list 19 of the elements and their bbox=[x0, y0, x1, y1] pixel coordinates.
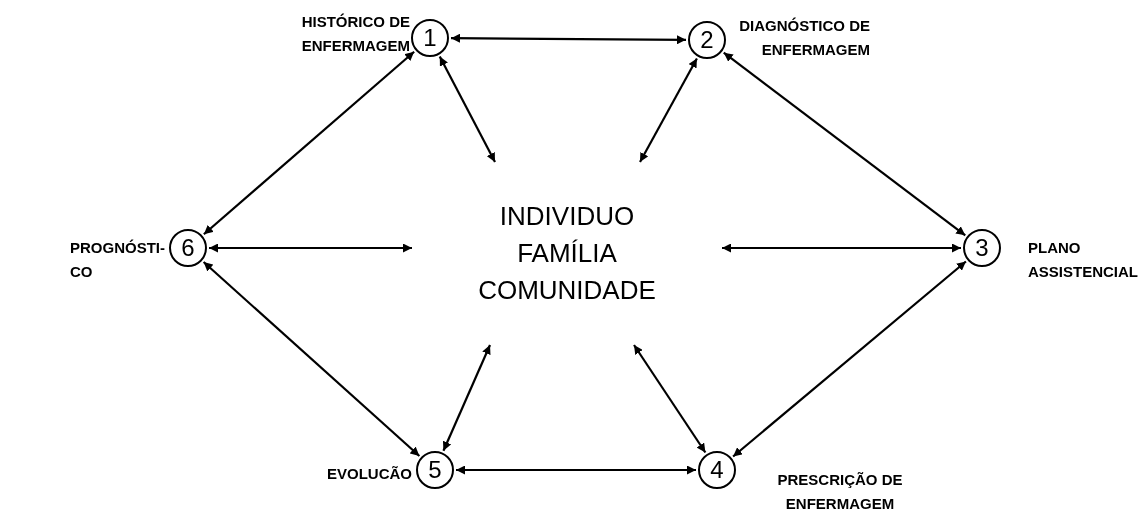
double-arrow bbox=[723, 51, 966, 237]
center-text: INDIVIDUO FAMÍLIA COMUNIDADE bbox=[477, 200, 657, 307]
step-caption: PRESCRIÇÃO DE ENFERMAGEM bbox=[776, 470, 904, 514]
double-arrow bbox=[203, 50, 415, 236]
double-arrow bbox=[451, 33, 686, 45]
double-arrow bbox=[209, 243, 412, 253]
double-arrow bbox=[633, 344, 707, 454]
step-caption: EVOLUCÃO bbox=[326, 464, 412, 484]
step-caption: DIAGNÓSTICO DE ENFERMAGEM bbox=[738, 16, 870, 60]
double-arrow bbox=[456, 465, 696, 475]
double-arrow bbox=[442, 344, 491, 452]
step-caption: HISTÓRICO DE ENFERMAGEM bbox=[300, 12, 410, 56]
double-arrow bbox=[438, 56, 496, 163]
double-arrow bbox=[722, 243, 961, 253]
double-arrow bbox=[732, 260, 967, 458]
step-caption: PROGNÓSTI- CO bbox=[70, 238, 166, 282]
step-caption: PLANO ASSISTENCIAL bbox=[1028, 238, 1139, 282]
double-arrow bbox=[639, 57, 698, 163]
double-arrow bbox=[202, 261, 421, 457]
